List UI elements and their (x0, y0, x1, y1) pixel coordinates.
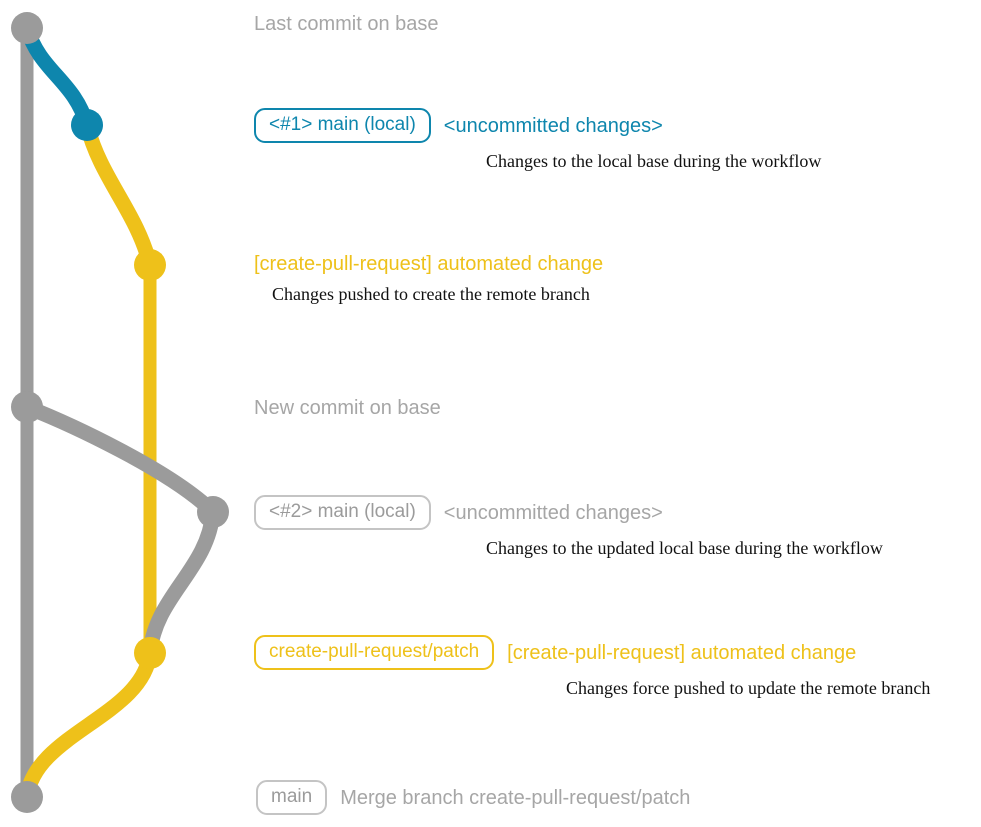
branch-badge-create-pull-request-patch[interactable]: create-pull-request/patch (254, 635, 495, 670)
commit-subject: Last commit on base (254, 13, 439, 35)
edge-local2-to-remote-forcepush (142, 504, 221, 661)
commit-subject: Merge branch create-pull-request/patch (340, 786, 691, 809)
commit-subject: <uncommitted changes> (443, 501, 663, 524)
commit-row-merge: main Merge branch create-pull-request/pa… (256, 780, 690, 815)
commit-row-remote-create: [create-pull-request] automated change C… (254, 252, 603, 305)
commit-subject: [create-pull-request] automated change (507, 641, 857, 664)
commit-node-local-2[interactable] (197, 496, 229, 528)
branch-badge-main-local-1[interactable]: <#1> main (local) (254, 108, 431, 143)
branch-badge-main[interactable]: main (256, 780, 328, 815)
commit-row-local-2: <#2> main (local) <uncommitted changes> … (254, 495, 883, 559)
commit-node-last-commit-on-base[interactable] (11, 12, 43, 44)
commit-row-remote-force-push: create-pull-request/patch [create-pull-r… (254, 635, 930, 699)
commit-description: Changes to the local base during the wor… (486, 151, 822, 171)
commit-description: Changes pushed to create the remote bran… (272, 284, 590, 304)
commit-node-local-1[interactable] (71, 109, 103, 141)
commit-subject: New commit on base (254, 397, 441, 419)
commit-description: Changes force pushed to update the remot… (566, 678, 931, 698)
commit-subject: [create-pull-request] automated change (254, 253, 604, 275)
commit-subject: <uncommitted changes> (443, 114, 663, 137)
commit-node-remote-force-push[interactable] (134, 637, 166, 669)
commit-description: Changes to the updated local base during… (486, 538, 883, 558)
commit-row-last-commit-on-base: Last commit on base (254, 12, 439, 36)
edge-remote-forcepush-to-merge (19, 645, 158, 805)
edge-newbase-to-local2 (19, 399, 221, 520)
commit-node-remote-create[interactable] (134, 249, 166, 281)
edge-local1-to-remote-create (79, 117, 158, 273)
branch-badge-main-local-2[interactable]: <#2> main (local) (254, 495, 431, 530)
edge-base-to-local1 (19, 20, 95, 133)
commit-row-local-1: <#1> main (local) <uncommitted changes> … (254, 108, 821, 172)
commit-node-new-commit-on-base[interactable] (11, 391, 43, 423)
commit-row-new-commit-on-base: New commit on base (254, 396, 441, 420)
commit-node-merge[interactable] (11, 781, 43, 813)
